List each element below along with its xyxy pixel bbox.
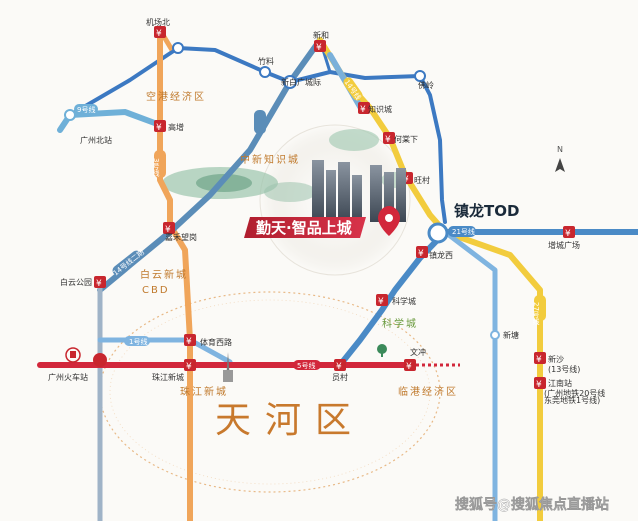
label-gaozeng: 高增	[168, 122, 184, 132]
svg-text:¥: ¥	[186, 337, 192, 347]
label-gz-station: 广州火车站	[48, 372, 88, 382]
label-wenchong: 文冲	[410, 347, 426, 357]
label-hejiaxia: 何棠下	[394, 134, 418, 144]
tag-line3: 3号线	[152, 158, 160, 177]
label-zhujiang-area: 珠江新城	[180, 385, 228, 398]
label-xinhe: 新和	[313, 30, 329, 40]
svg-text:¥: ¥	[378, 297, 384, 307]
label-konggang: 空港经济区	[146, 90, 206, 103]
railway-station-icon	[65, 347, 81, 363]
tag-line5: 5号线	[297, 361, 315, 370]
svg-text:¥: ¥	[565, 229, 571, 239]
label-gangbei: 广州北站	[80, 135, 112, 145]
label-wangcun: 旺村	[414, 175, 430, 185]
metro-station-icon: ¥	[163, 222, 175, 235]
label-zhongxin: 中新知识城	[240, 153, 300, 166]
tag-line9: 9号线	[77, 105, 95, 114]
label-lingang: 临港经济区	[398, 385, 458, 398]
svg-text:¥: ¥	[536, 380, 542, 390]
svg-text:¥: ¥	[406, 362, 412, 372]
label-zhenlong-tod: 镇龙TOD	[454, 202, 519, 220]
metro-station-icon: ¥	[334, 359, 346, 372]
stations: ¥ ¥ ¥ ¥ ¥ ¥ ¥ ¥ ¥ ¥ ¥ ¥ ¥ ¥ ¥ ¥ ¥	[64, 26, 575, 390]
building-cluster	[312, 160, 406, 222]
svg-text:¥: ¥	[418, 249, 424, 259]
label-yuancun: 员村	[332, 372, 348, 382]
label-jichangbei: 机场北	[146, 17, 170, 27]
metro-station-icon: ¥	[404, 359, 416, 372]
metro-station-icon: ¥	[534, 377, 546, 390]
metro-station-icon: ¥	[416, 246, 428, 259]
tag-line21: 21号线	[452, 227, 475, 236]
tower-icon	[223, 352, 233, 382]
location-pin-icon	[378, 206, 400, 236]
svg-text:¥: ¥	[165, 225, 171, 235]
svg-text:¥: ¥	[316, 43, 322, 53]
label-xinsha-sub: (13号线)	[548, 364, 580, 374]
station-labels: 机场北 新和 竹料 新白广城际 佛岭 广州北站 高增 空港经济区 知识城 何棠下…	[48, 17, 605, 441]
label-jiangnan: 江南站	[548, 378, 572, 388]
label-foling: 佛岭	[418, 80, 434, 90]
label-baiyun-newtown: 白云新城	[140, 268, 188, 281]
watermark: 搜狐号@搜狐焦点直播站	[455, 496, 609, 513]
label-intercity: 新白广城际	[281, 77, 321, 87]
metro-station-icon: ¥	[154, 120, 166, 133]
svg-text:N: N	[557, 145, 563, 154]
svg-text:¥: ¥	[156, 29, 162, 39]
metro-station-icon: ¥	[383, 132, 395, 145]
north-arrow-icon: N	[555, 145, 565, 172]
metro-station-icon: ¥	[534, 352, 546, 365]
label-kexuecheng-area: 科学城	[382, 317, 418, 330]
metro-station-icon: ¥	[184, 359, 196, 372]
interchange-icon	[427, 222, 449, 244]
label-zhenlongxi: 镇龙西	[429, 250, 453, 260]
label-jiangnan-sub2: 东莞地铁1号线)	[544, 395, 600, 405]
metro-station-icon: ¥	[154, 26, 166, 39]
metro-station-icon: ¥	[563, 226, 575, 239]
label-zhishicheng: 知识城	[368, 104, 392, 114]
svg-text:¥: ¥	[186, 362, 192, 372]
metro-station-icon: ¥	[358, 102, 370, 115]
svg-text:¥: ¥	[385, 135, 391, 145]
tree-icon	[377, 344, 387, 357]
label-baiyunpark: 白云公园	[60, 277, 92, 287]
metro-station-icon: ¥	[376, 294, 388, 307]
project-label: 勤天·智品上城	[244, 206, 400, 238]
metro-station-icon	[93, 353, 107, 367]
metro-station-icon: ¥	[94, 276, 106, 289]
metro-station-icon: ¥	[314, 40, 326, 53]
line27	[442, 229, 543, 521]
project-name: 勤天·智品上城	[256, 219, 352, 237]
label-jiangnan-sub1: (广州地铁20号线	[544, 388, 605, 398]
svg-text:¥: ¥	[96, 279, 102, 289]
label-tianhe: 天河区	[215, 400, 365, 441]
tag-line1: 1号线	[129, 337, 147, 346]
line-xintang	[442, 229, 498, 521]
svg-text:¥: ¥	[536, 355, 542, 365]
tag-line27: 27号线	[532, 302, 540, 325]
label-xinsha: 新沙	[548, 354, 564, 364]
svg-text:¥: ¥	[360, 105, 366, 115]
label-tiyuxilu: 体育西路	[200, 337, 232, 347]
metro-station-icon: ¥	[184, 334, 196, 347]
line3	[157, 27, 193, 521]
label-cbd: CBD	[142, 285, 170, 296]
label-xintang: 新塘	[503, 330, 519, 340]
label-jiahewanggang: 嘉禾望岗	[165, 232, 197, 242]
label-zhujiang-stn: 珠江新城	[152, 372, 184, 382]
label-zhulin: 竹料	[258, 56, 274, 66]
svg-text:¥: ¥	[336, 362, 342, 372]
label-zengcheng: 增城广场	[548, 240, 580, 250]
label-kexuecheng-stn: 科学城	[392, 296, 416, 306]
svg-text:¥: ¥	[156, 123, 162, 133]
